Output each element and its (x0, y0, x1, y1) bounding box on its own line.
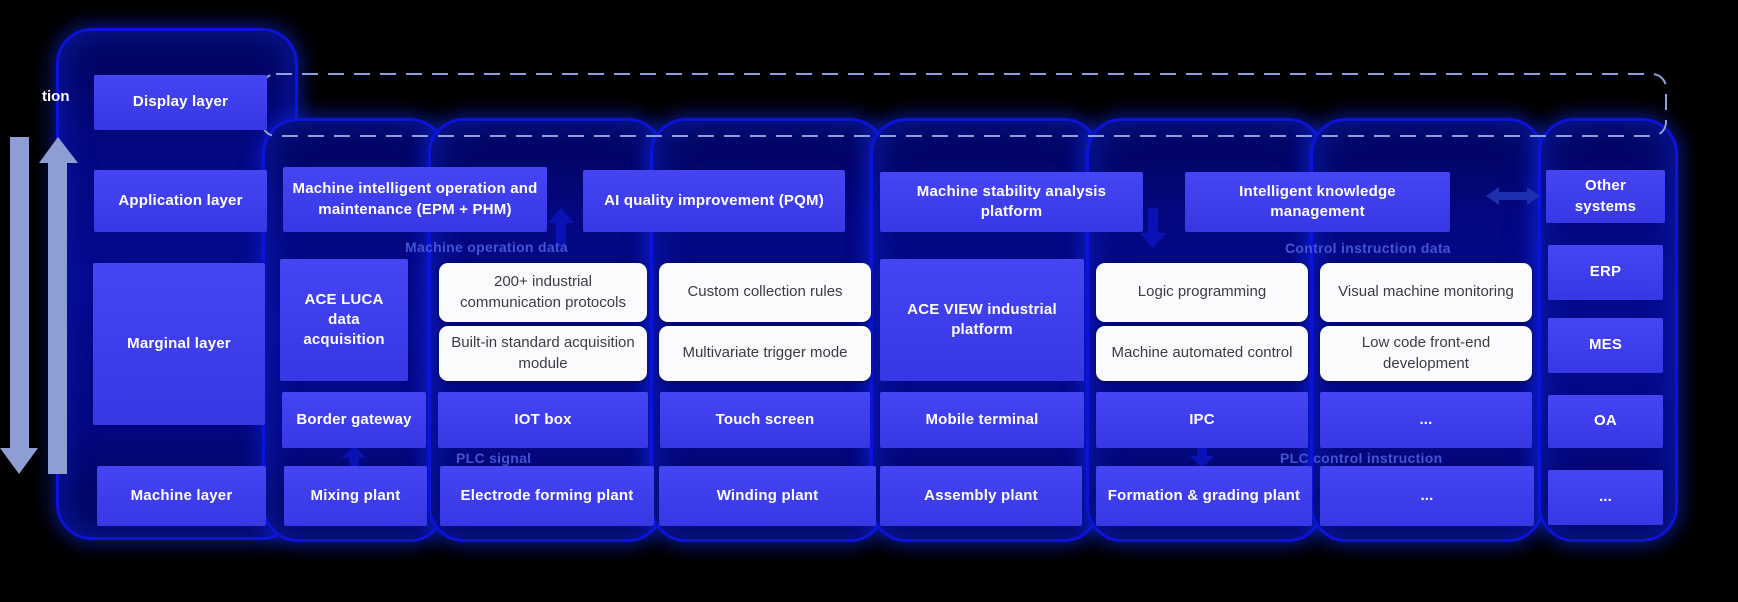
cropped-label-fragment: tion (42, 88, 70, 105)
device-box-iot-box: IOT box (438, 392, 648, 448)
feature-box-protocols: 200+ industrial communication protocols (439, 263, 647, 322)
app-box-epm-phm: Machine intelligent operation and mainte… (283, 167, 547, 232)
device-box-more: ... (1320, 392, 1532, 448)
device-box-border-gateway: Border gateway (282, 392, 426, 448)
app-box-pqm: AI quality improvement (PQM) (583, 170, 845, 232)
feature-box-visual-monitoring: Visual machine monitoring (1320, 263, 1532, 322)
layer-box-marginal: Marginal layer (93, 263, 265, 425)
external-box-mes: MES (1548, 318, 1663, 373)
machine-operation-data-label: Machine operation data (405, 239, 568, 255)
ace-view-box: ACE VIEW industrial platform (880, 259, 1084, 381)
external-box-oa: OA (1548, 395, 1663, 448)
plc-signal-label: PLC signal (456, 450, 532, 466)
machine-box-winding-plant: Winding plant (659, 466, 876, 526)
bidirectional-arrow-icon (1486, 187, 1540, 205)
layer-box-application: Application layer (94, 170, 267, 232)
left-flow-arrows (0, 137, 78, 474)
app-box-knowledge-management: Intelligent knowledge management (1185, 172, 1450, 232)
up-arrow-icon (548, 208, 574, 248)
feature-box-multivariate-trigger: Multivariate trigger mode (659, 326, 871, 381)
feature-box-logic-programming: Logic programming (1096, 263, 1308, 322)
feature-box-lowcode-dev: Low code front-end development (1320, 326, 1532, 381)
plc-control-instruction-label: PLC control instruction (1280, 450, 1443, 466)
feature-box-custom-rules: Custom collection rules (659, 263, 871, 322)
machine-box-more: ... (1320, 466, 1534, 526)
machine-box-assembly-plant: Assembly plant (880, 466, 1082, 526)
up-arrow-icon (342, 446, 366, 472)
machine-box-formation-grading: Formation & grading plant (1096, 466, 1312, 526)
device-box-touch-screen: Touch screen (660, 392, 870, 448)
device-box-mobile-terminal: Mobile terminal (880, 392, 1084, 448)
other-systems-box: Other systems (1546, 170, 1665, 223)
machine-box-electrode-forming: Electrode forming plant (440, 466, 654, 526)
upward-flow-arrow (39, 137, 78, 163)
ace-luca-box: ACE LUCA data acquisition (280, 259, 408, 381)
external-box-more: ... (1548, 470, 1663, 525)
layer-box-machine: Machine layer (97, 466, 266, 526)
external-box-erp: ERP (1548, 245, 1663, 300)
down-arrow-icon (1190, 440, 1214, 468)
device-box-ipc: IPC (1096, 392, 1308, 448)
downward-flow-arrow (10, 137, 29, 448)
control-instruction-data-label: Control instruction data (1285, 240, 1451, 256)
display-layer-dashed-boundary (261, 73, 1667, 137)
feature-box-automated-control: Machine automated control (1096, 326, 1308, 381)
machine-box-mixing-plant: Mixing plant (284, 466, 427, 526)
down-arrow-icon (1140, 208, 1166, 248)
layer-box-display: Display layer (94, 75, 267, 130)
feature-box-builtin-module: Built-in standard acquisition module (439, 326, 647, 381)
app-box-stability-platform: Machine stability analysis platform (880, 172, 1143, 232)
